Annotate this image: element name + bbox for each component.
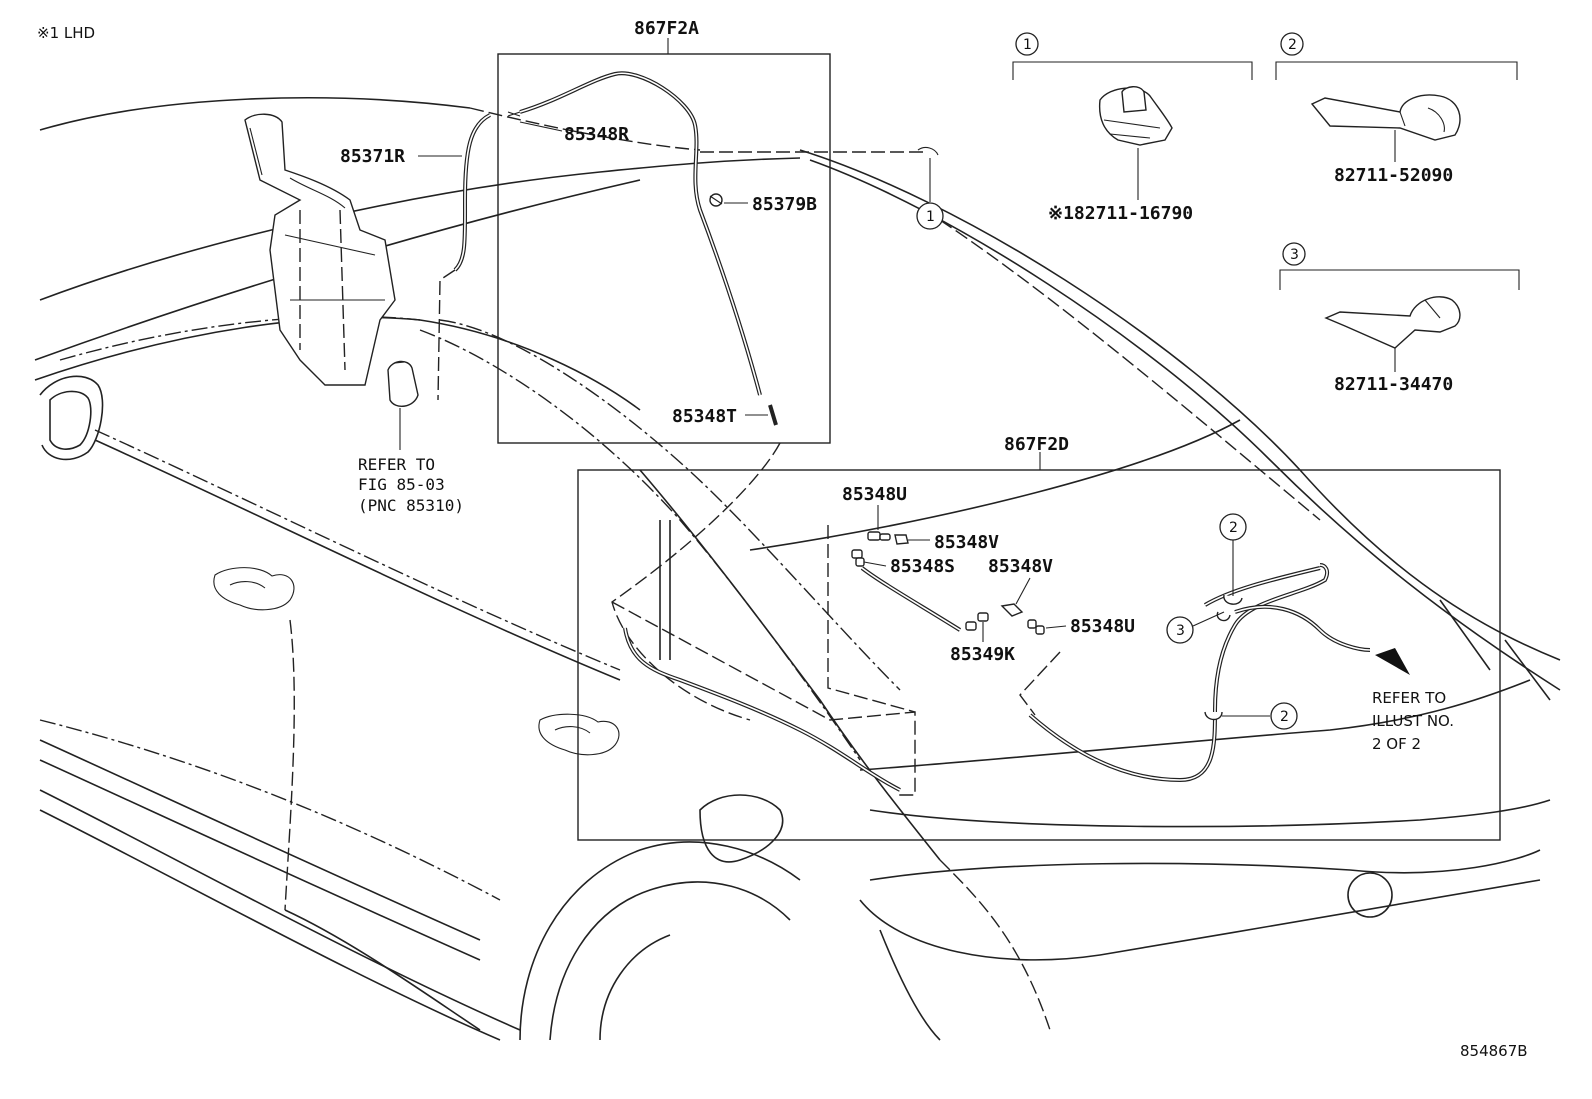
leader-lines [418,121,1270,717]
vehicle-body-outline [34,97,1561,1041]
variant-1-number: 1 [1023,37,1032,53]
callout-85348U-b: 85348U [1070,616,1135,637]
refer-pump-line-3: (PNC 85310) [358,496,464,515]
header-note: ※1 LHD [37,24,95,42]
refer-illust-line-1: REFER TO [1372,689,1446,707]
callout-85379B: 85379B [752,194,817,215]
group-label-867F2D: 867F2D [1004,434,1069,455]
callout-85348V-a: 85348V [934,532,999,553]
variant-3-number: 3 [1290,247,1299,263]
hose-85371R [437,113,491,401]
refer-illust-line-3: 2 OF 2 [1372,735,1421,753]
variant-3-part: 82711-34470 [1334,374,1453,395]
footer-drawing-id: 854867B [1460,1042,1528,1060]
marker-1: 1 [926,209,935,225]
callout-85348T: 85348T [672,406,737,427]
callout-85348S: 85348S [890,556,955,577]
marker-2-bottom: 2 [1280,709,1289,725]
group-867F2D [577,452,1501,841]
variant-2-part: 82711-52090 [1334,165,1453,186]
washer-reservoir [244,113,419,450]
callout-85371R: 85371R [340,146,405,167]
callout-85349K: 85349K [950,644,1015,665]
variant-1-part: ※182711-16790 [1048,203,1193,224]
marker-2-top: 2 [1229,520,1238,536]
variant-2-number: 2 [1288,37,1297,53]
clip-variant-2 [1310,94,1461,162]
variant-brackets [1012,61,1520,290]
callout-85348R: 85348R [564,124,629,145]
refer-illust-line-2: ILLUST NO. [1372,712,1454,730]
marker-3: 3 [1176,623,1185,639]
clip-variant-3 [1324,296,1461,372]
refer-pump-line-2: FIG 85-03 [358,475,445,494]
group-label-867F2A: 867F2A [634,18,699,39]
refer-pump-line-1: REFER TO [358,455,435,474]
callout-85348U-a: 85348U [842,484,907,505]
callout-85348V-b: 85348V [988,556,1053,577]
clip-variant-1 [1098,86,1173,200]
group-867F2A [497,38,925,721]
